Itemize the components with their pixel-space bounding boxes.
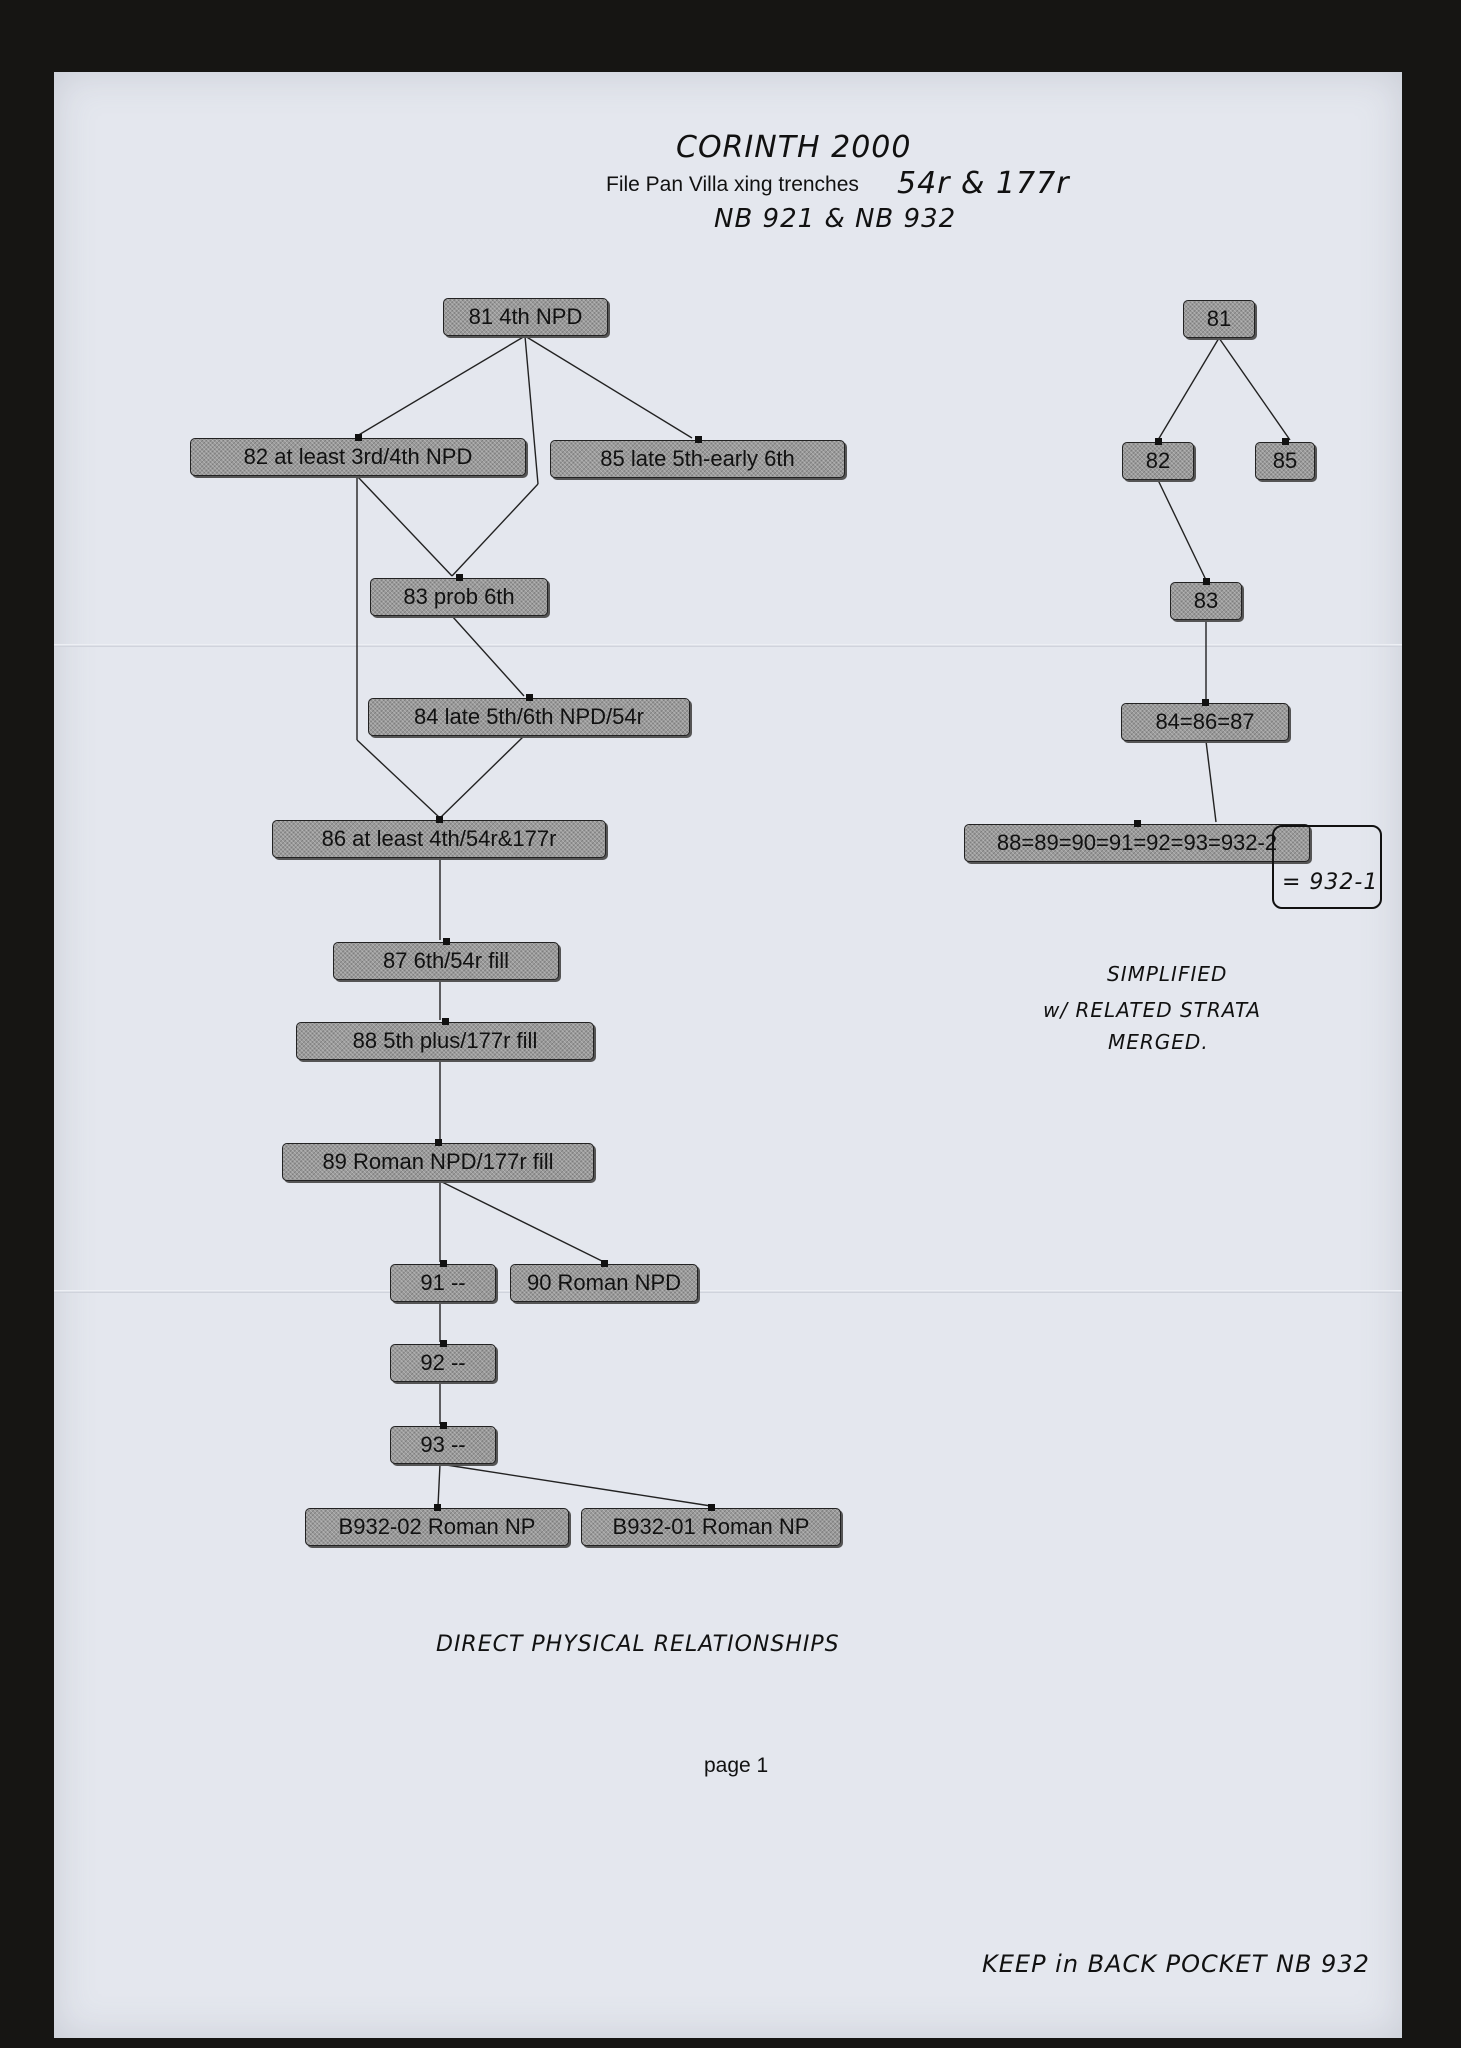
fold-line <box>54 644 1402 647</box>
edge-line <box>524 335 539 485</box>
node-84: 84 late 5th/6th NPD/54r <box>368 694 690 736</box>
edge-line <box>356 475 453 577</box>
paper-sheet <box>54 72 1402 2038</box>
simplified-node-84-86-87: 84=86=87 <box>1121 699 1289 741</box>
direct-relationships-caption: DIRECT PHYSICAL RELATIONSHIPS <box>436 1632 840 1657</box>
subtitle-typed: File Pan Villa xing trenches <box>606 173 859 196</box>
simplified-node-82: 82 <box>1122 438 1194 480</box>
node-88: 88 5th plus/177r fill <box>296 1018 594 1060</box>
node-b932-02: B932-02 Roman NP <box>305 1504 569 1546</box>
title-handwritten: CORINTH 2000 <box>676 130 912 165</box>
fold-line <box>54 1290 1402 1293</box>
edge-line <box>439 1463 712 1507</box>
simplified-caption-line2: w/ RELATED STRATA <box>1043 998 1262 1022</box>
node-82: 82 at least 3rd/4th NPD <box>190 434 526 476</box>
edge-line <box>439 735 525 819</box>
node-81: 81 4th NPD <box>443 298 608 336</box>
node-93: 93 -- <box>390 1422 496 1464</box>
subtitle-handwritten: 54r & 177r <box>897 166 1070 201</box>
edge-line <box>437 1463 441 1507</box>
simplified-caption-line1: SIMPLIFIED <box>1107 962 1228 986</box>
node-91: 91 -- <box>390 1260 496 1302</box>
edge-line <box>356 739 441 819</box>
edge-line <box>1218 337 1291 441</box>
edge-line <box>439 1180 605 1263</box>
node-87: 87 6th/54r fill <box>333 938 559 980</box>
node-b932-01: B932-01 Roman NP <box>581 1504 841 1546</box>
edge-line <box>1205 740 1217 823</box>
node-83: 83 prob 6th <box>370 574 548 616</box>
node-89: 89 Roman NPD/177r fill <box>282 1139 594 1181</box>
back-pocket-note: KEEP in BACK POCKET NB 932 <box>982 1950 1370 1978</box>
simplified-node-85: 85 <box>1255 438 1315 480</box>
simplified-node-88-to-932-2: 88=89=90=91=92=93=932-2 <box>964 820 1310 862</box>
page-label: page 1 <box>704 1754 769 1777</box>
simplified-node-83: 83 <box>1170 578 1242 620</box>
node-86: 86 at least 4th/54r&177r <box>272 816 606 858</box>
edge-line <box>356 335 526 437</box>
edge-line <box>451 615 525 697</box>
annotation-box <box>1272 825 1382 909</box>
node-90: 90 Roman NPD <box>510 1260 698 1302</box>
notebooks-handwritten: NB 921 & NB 932 <box>714 204 957 234</box>
simplified-node-81: 81 <box>1183 300 1255 338</box>
annotation-932-1: = 932-1 <box>1282 870 1379 895</box>
node-85: 85 late 5th-early 6th <box>550 436 845 478</box>
edge-line <box>451 483 539 577</box>
simplified-caption-line3: MERGED. <box>1108 1030 1209 1054</box>
node-92: 92 -- <box>390 1340 496 1382</box>
edge-line <box>524 335 693 439</box>
edge-line <box>1157 337 1220 441</box>
edge-line <box>1157 479 1207 581</box>
